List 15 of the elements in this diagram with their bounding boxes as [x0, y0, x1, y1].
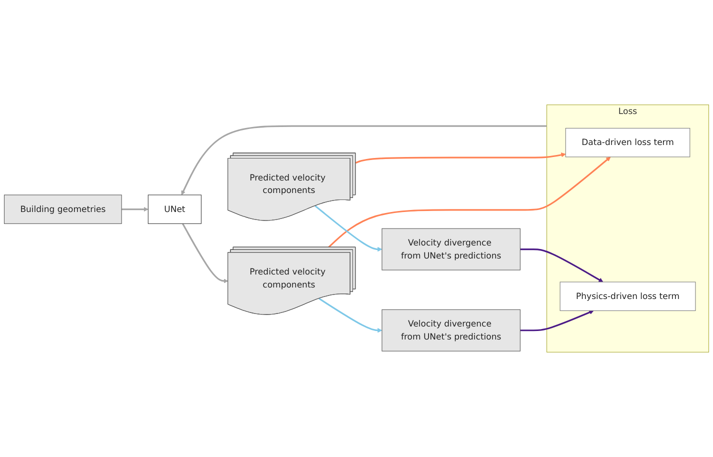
arrow — [318, 298, 382, 333]
node-box: Data-driven loss term — [565, 128, 690, 158]
arrow — [314, 205, 382, 252]
arrow — [520, 310, 594, 332]
arrow — [182, 223, 228, 284]
arrow — [355, 152, 566, 164]
arrow — [520, 248, 604, 282]
arrow — [122, 206, 148, 212]
node-box: Velocity divergence from UNet's predictions — [382, 228, 520, 270]
arrow — [181, 125, 547, 196]
arrow — [328, 156, 611, 248]
node-box: Physics-driven loss term — [560, 282, 696, 311]
node-box: Velocity divergence from UNet's predictions — [382, 309, 520, 352]
node-box: Building geometries — [4, 194, 122, 224]
node-box: UNet — [148, 194, 202, 224]
